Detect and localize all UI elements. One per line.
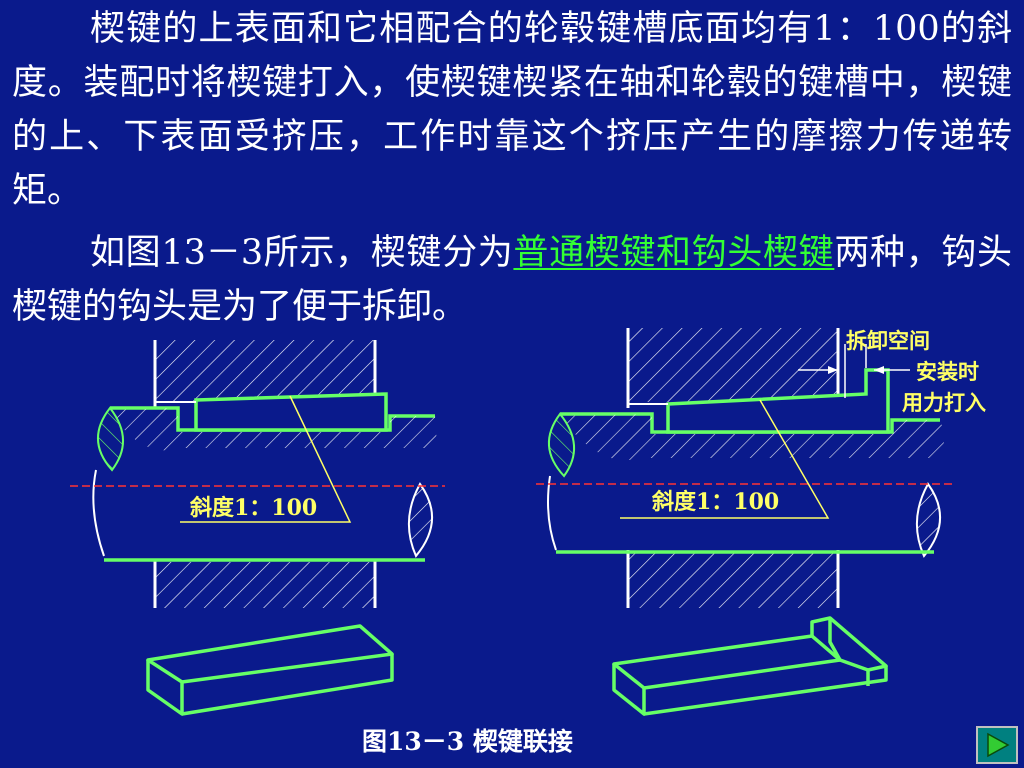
hub-upper-section-right [628, 328, 838, 402]
left-slope-label: 斜度1：100 [189, 495, 317, 521]
gib-head-wedge-key-3d [612, 616, 888, 716]
hub-lower-section-right [628, 552, 838, 608]
hub-upper-section [155, 340, 375, 402]
paragraph-types-outro: 两种，钩头楔键的钩头是为了便于拆卸。 [12, 233, 1012, 327]
paragraph-types-intro: 如图13－3所示，楔键分为 [90, 233, 514, 273]
wedge-key-figure: 斜度1：100 斜度1：100 拆卸空间 安装时 用力打入 [70, 328, 986, 716]
paragraph-wedge-types: 如图13－3所示，楔键分为普通楔键和钩头楔键两种，钩头楔键的钩头是为了便于拆卸。 [12, 226, 1012, 334]
wedge-types-link[interactable]: 普通楔键和钩头楔键 [513, 233, 835, 273]
plain-wedge-assembly [70, 340, 445, 608]
install-label-line2: 用力打入 [902, 390, 986, 415]
play-triangle-icon [987, 732, 1010, 758]
figure-caption: 图13－3 楔键联接 [362, 727, 573, 756]
install-label-line1: 安装时 [916, 359, 979, 384]
gib-head-wedge-assembly [536, 328, 955, 608]
next-slide-button[interactable] [976, 726, 1018, 764]
plain-wedge-key-section [194, 392, 388, 432]
removal-space-label: 拆卸空间 [846, 328, 930, 353]
right-slope-label: 斜度1：100 [651, 489, 779, 515]
hub-lower-section [155, 562, 375, 608]
plain-wedge-key-3d [146, 624, 394, 716]
paragraph-wedge-slope: 楔键的上表面和它相配合的轮毂键槽底面均有1：100的斜度。装配时将楔键打入，使楔… [12, 9, 1012, 211]
